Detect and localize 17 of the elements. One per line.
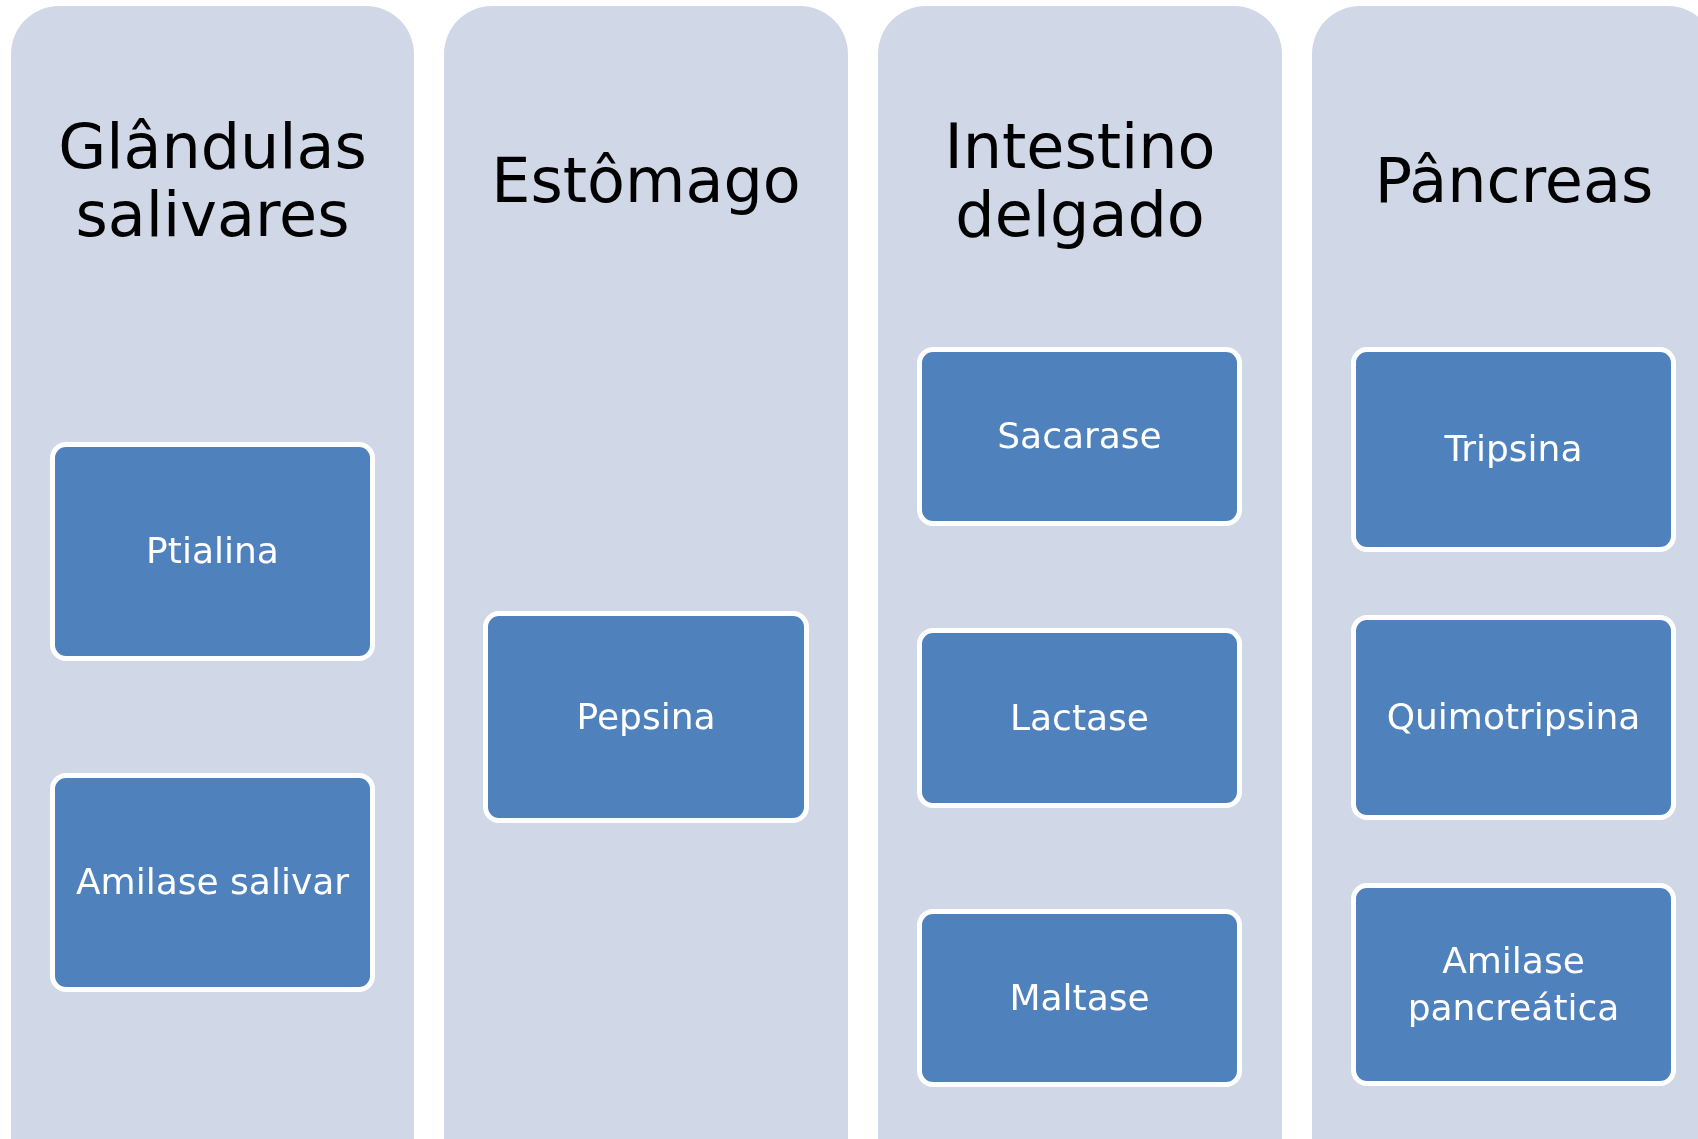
column-title: Estômago [490,142,802,219]
enzyme-box: Pepsina [483,611,809,823]
column-title: Pâncreas [1373,142,1655,219]
enzyme-box: Amilase salivar [50,773,375,992]
column-panel [11,6,414,1139]
enzyme-box: Maltase [917,909,1242,1087]
enzyme-box: Quimotripsina [1351,615,1676,820]
enzyme-box: Tripsina [1351,347,1676,552]
enzyme-box: Amilase pancreática [1351,883,1676,1086]
enzyme-box: Ptialina [50,442,375,661]
column-title: Intestino delgado [943,108,1217,253]
column-title: Glândulas salivares [57,108,368,253]
column-panel [444,6,848,1139]
enzyme-box: Lactase [917,628,1242,808]
column-panel [1312,6,1698,1139]
column-panel [878,6,1282,1139]
enzyme-box: Sacarase [917,347,1242,526]
